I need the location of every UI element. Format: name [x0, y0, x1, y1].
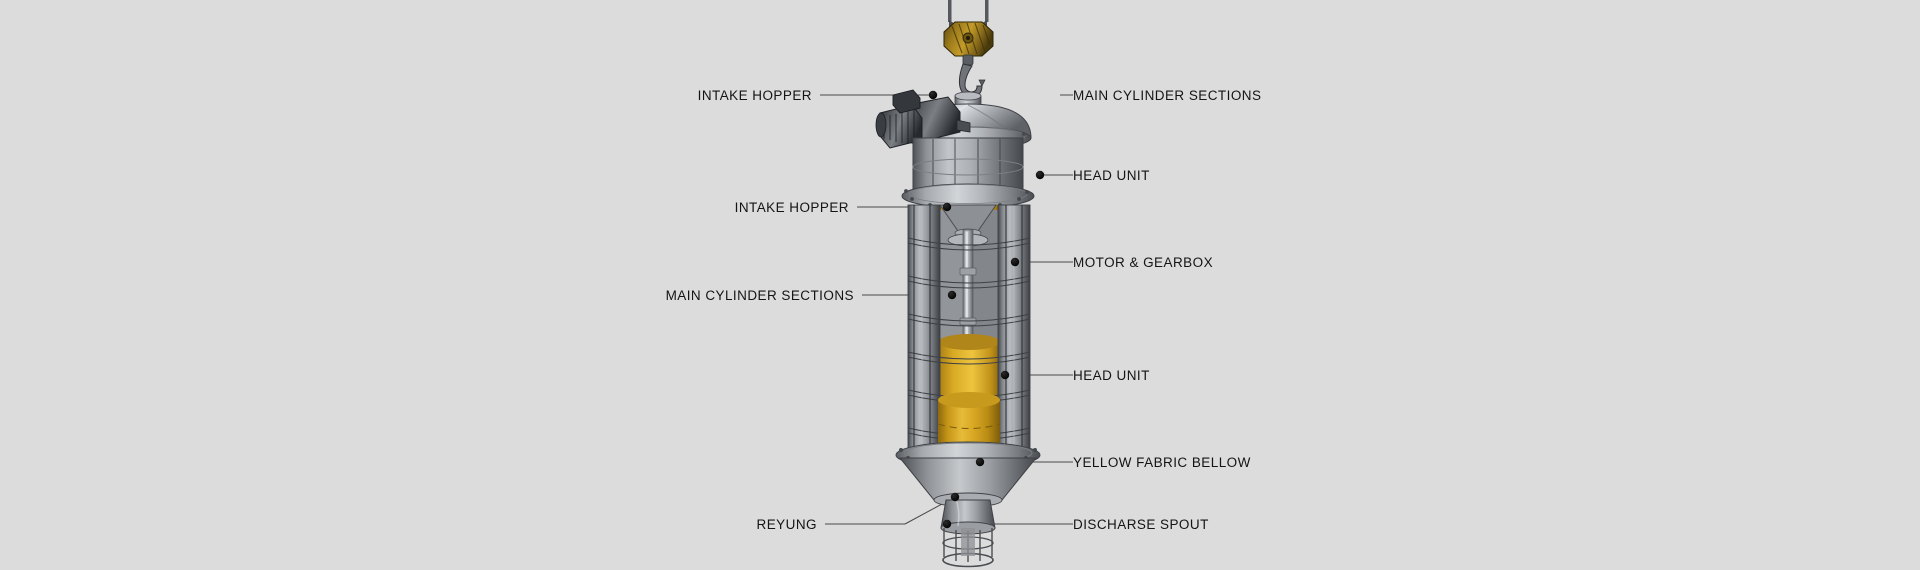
discharge-spout-assembly	[898, 457, 1038, 568]
label-main-cylinder-sections-left: MAIN CYLINDER SECTIONS	[665, 288, 854, 303]
label-motor-gearbox: MOTOR & GEARBOX	[1073, 255, 1214, 270]
main-cylinder-sections	[907, 204, 1031, 456]
motor-gearbox-unit	[875, 89, 971, 149]
label-main-cylinder-sections-right: MAIN CYLINDER SECTIONS	[1073, 88, 1262, 103]
label-discharse-spout: DISCHARSE SPOUT	[1073, 517, 1209, 532]
leader-endpoint-dots	[928, 90, 1045, 529]
label-head-unit-lower: HEAD UNIT	[1073, 368, 1150, 383]
label-head-unit-top: HEAD UNIT	[1073, 168, 1150, 183]
label-yellow-fabric-bellow: YELLOW FABRIC BELLOW	[1073, 455, 1251, 470]
label-intake-hopper-top: INTAKE HOPPER	[697, 88, 812, 103]
intake-hopper-housing	[901, 137, 1035, 210]
crane-hook-block	[943, 21, 994, 57]
crane-hook	[958, 54, 986, 98]
label-reyung: REYUNG	[756, 517, 817, 532]
label-intake-hopper-mid: INTAKE HOPPER	[734, 200, 849, 215]
